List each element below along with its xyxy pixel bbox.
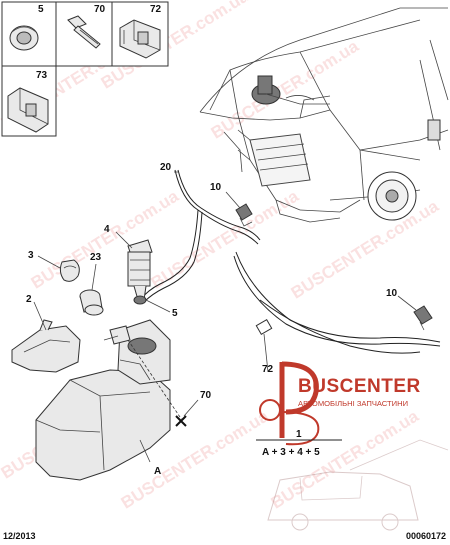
callout-5-inset: 5	[38, 4, 44, 15]
callout-10-right: 10	[386, 288, 398, 299]
leader-lines	[33, 171, 417, 463]
callout-3: 3	[28, 250, 34, 261]
callout-72: 72	[262, 364, 274, 375]
filler-neck-23	[79, 289, 104, 316]
grommet-5	[133, 295, 147, 305]
brand-tagline: АВТОМОБІЛЬНІ ЗАПЧАСТИНИ	[298, 399, 408, 408]
inset-box-70: 70	[55, 1, 113, 67]
inset-box-5: 5	[1, 1, 57, 67]
callout-73-inset: 73	[36, 70, 48, 81]
callout-20: 20	[160, 162, 172, 173]
van-front-illustration	[199, 7, 449, 223]
washer-pump-4	[127, 239, 153, 301]
bracket-2	[11, 319, 81, 373]
inset-box-72: 72	[111, 1, 169, 67]
callout-2: 2	[26, 294, 32, 305]
washer-reservoir-A	[35, 319, 171, 481]
formula-text: A + 3 + 4 + 5	[262, 447, 320, 458]
callout-1: 1	[296, 429, 302, 440]
cap-3	[59, 259, 80, 282]
nozzle-clip-10b	[413, 305, 433, 331]
callout-A: A	[154, 466, 161, 477]
callout-70-inset: 70	[94, 4, 106, 15]
nozzle-clip-10a	[235, 203, 253, 227]
washer-hose-20	[139, 169, 261, 303]
bolt-70	[175, 415, 187, 427]
callout-70: 70	[200, 390, 212, 401]
callout-23: 23	[90, 252, 102, 263]
footer-date: 12/2013	[3, 531, 36, 541]
callout-72-inset: 72	[150, 4, 162, 15]
brand-name: BUSCENTER	[298, 376, 421, 397]
van-silhouette-watermark	[267, 439, 449, 531]
kit-formula: 1 A + 3 + 4 + 5	[256, 429, 342, 458]
callout-5: 5	[172, 308, 178, 319]
buscenter-logo: BUSCENTER АВТОМОБІЛЬНІ ЗАПЧАСТИНИ	[259, 361, 421, 446]
callout-10-upper: 10	[210, 182, 222, 193]
inset-box-73: 73	[1, 65, 57, 137]
callout-4: 4	[104, 224, 110, 235]
washer-hose-long	[233, 251, 441, 354]
footer-code: 00060172	[405, 531, 446, 541]
connector-72	[255, 318, 273, 336]
